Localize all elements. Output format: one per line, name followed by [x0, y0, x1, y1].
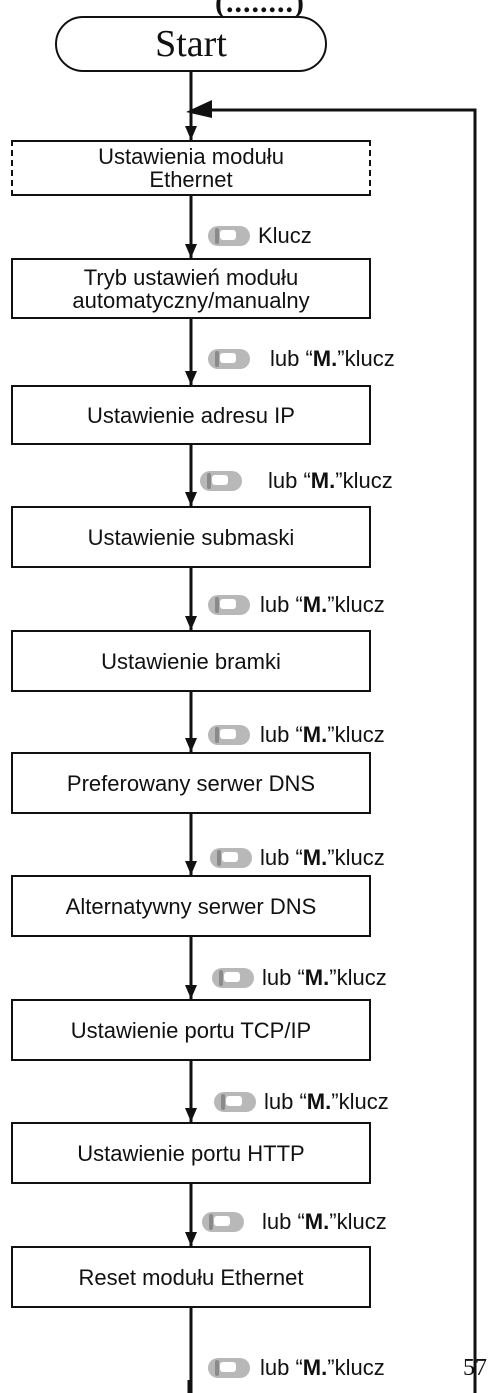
step-key: M. — [306, 1089, 332, 1114]
step-box-subnet-mask: Ustawienie submaski — [11, 506, 371, 568]
step-label-lub-m: lub “M.”klucz — [212, 965, 387, 991]
page-number: 57 — [463, 1355, 487, 1381]
step-label-klucz: Klucz — [208, 223, 312, 249]
loop-arrowhead — [186, 100, 212, 118]
keyboard-key-icon — [214, 1092, 256, 1112]
box-line2: Ethernet — [149, 167, 233, 192]
step-label-lub-m: lub “M.”klucz — [208, 592, 385, 618]
top-title-fragment: (........) — [215, 0, 305, 19]
step-label-lub-m: lub “M.”klucz — [210, 845, 385, 871]
step-prefix: lub “ — [262, 965, 305, 990]
step-prefix: lub “ — [260, 592, 303, 617]
step-suffix: ”klucz — [337, 346, 395, 371]
box-label: Alternatywny serwer DNS — [65, 893, 317, 919]
box-label: Ustawienie portu HTTP — [77, 1140, 305, 1166]
step-suffix: ”klucz — [327, 845, 385, 870]
box-line1: Ustawienia modułu — [98, 144, 284, 169]
step-key: M. — [302, 845, 328, 870]
step-prefix: lub “ — [260, 845, 303, 870]
step-label-lub-m: lub “M.”klucz — [214, 1089, 389, 1115]
step-prefix: lub “ — [268, 468, 311, 493]
step-prefix: lub “ — [262, 1209, 305, 1234]
box-label: Preferowany serwer DNS — [66, 770, 316, 796]
step-box-preferred-dns: Preferowany serwer DNS — [11, 752, 371, 814]
box-label: Ustawienie submaski — [87, 524, 295, 550]
step-box-tcp-port: Ustawienie portu TCP/IP — [11, 999, 371, 1061]
step-label-lub-m: lub “M.”klucz — [208, 722, 385, 748]
box-label: Ustawienie adresu IP — [87, 402, 295, 428]
keyboard-key-icon — [200, 471, 242, 491]
step-suffix: ”klucz — [329, 1209, 387, 1234]
loop-line — [200, 108, 477, 1393]
step-key: M. — [302, 592, 328, 617]
keyboard-key-icon — [210, 848, 252, 868]
step-box-reset-ethernet: Reset modułu Ethernet — [11, 1246, 371, 1308]
step-box-alternate-dns: Alternatywny serwer DNS — [11, 875, 371, 937]
box-line1: Tryb ustawień modułu — [83, 264, 299, 290]
keyboard-key-icon — [208, 226, 250, 246]
step-key: M. — [312, 346, 338, 371]
box-line2: automatyczny/manualny — [72, 287, 310, 313]
step-prefix: lub “ — [264, 1089, 307, 1114]
step-suffix: ”klucz — [331, 1089, 389, 1114]
key-label: Klucz — [258, 223, 312, 248]
step-label-lub-m: lub “M.”klucz — [208, 1355, 385, 1381]
keyboard-key-icon — [208, 349, 250, 369]
keyboard-key-icon — [212, 968, 254, 988]
step-key: M. — [302, 1355, 328, 1380]
step-suffix: ”klucz — [335, 468, 393, 493]
step-box-ethernet-settings: Ustawienia modułu Ethernet — [11, 140, 371, 196]
step-prefix: lub “ — [260, 1355, 303, 1380]
step-key: M. — [304, 965, 330, 990]
step-box-ip-address: Ustawienie adresu IP — [11, 385, 371, 445]
step-suffix: ”klucz — [327, 1355, 385, 1380]
step-key: M. — [310, 468, 336, 493]
step-key: M. — [304, 1209, 330, 1234]
keyboard-key-icon — [202, 1212, 244, 1232]
step-prefix: lub “ — [270, 346, 313, 371]
keyboard-key-icon — [208, 1358, 250, 1378]
step-suffix: ”klucz — [327, 592, 385, 617]
keyboard-key-icon — [208, 725, 250, 745]
step-suffix: ”klucz — [329, 965, 387, 990]
step-suffix: ”klucz — [327, 722, 385, 747]
step-box-http-port: Ustawienie portu HTTP — [11, 1122, 371, 1184]
box-label: Reset modułu Ethernet — [78, 1264, 304, 1290]
step-key: M. — [302, 722, 328, 747]
box-label: Ustawienie bramki — [101, 648, 281, 674]
step-label-lub-m: lub “M.”klucz — [208, 346, 395, 372]
step-label-lub-m: lub “M.”klucz — [200, 468, 393, 494]
step-label-lub-m: lub “M.”klucz — [202, 1209, 387, 1235]
step-prefix: lub “ — [260, 722, 303, 747]
box-label: Ustawienie portu TCP/IP — [70, 1017, 312, 1043]
start-terminal: Start — [55, 16, 327, 72]
step-box-setting-mode: Tryb ustawień modułu automatyczny/manual… — [11, 258, 371, 319]
keyboard-key-icon — [208, 595, 250, 615]
step-box-gateway: Ustawienie bramki — [11, 630, 371, 692]
